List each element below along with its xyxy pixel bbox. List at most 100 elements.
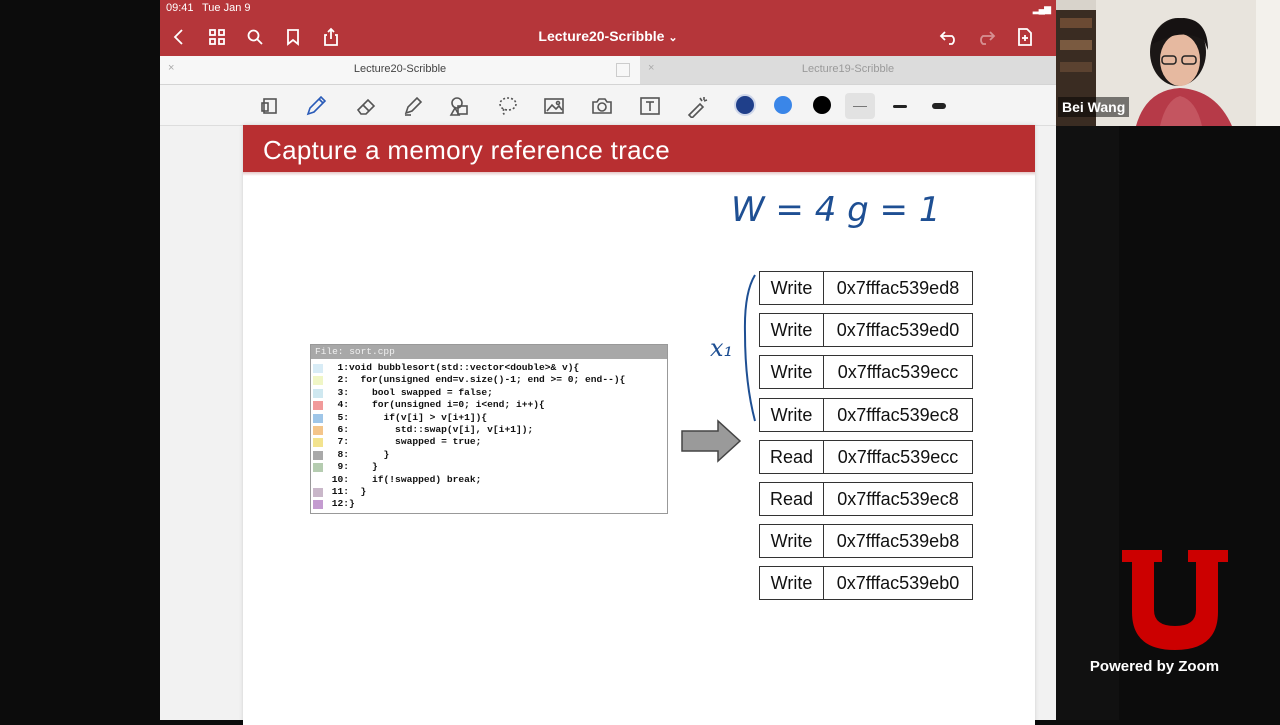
code-line-body: std::swap(v[i], v[i+1]);: [349, 424, 534, 435]
code-line-marker: [313, 364, 323, 373]
slide-header: Capture a memory reference trace: [243, 125, 1035, 172]
code-line-marker: [313, 463, 323, 473]
code-line-number: 11:: [331, 486, 349, 497]
status-time: 09:41: [166, 2, 194, 14]
code-line-marker: [313, 388, 323, 398]
slide-page[interactable]: Capture a memory reference trace W = 4 g…: [243, 125, 1035, 725]
code-line-body: if(!swapped) break;: [349, 473, 482, 485]
code-line-text: 8: }: [327, 449, 389, 460]
document-title: Lecture20-Scribble: [538, 28, 665, 44]
code-line-marker: [313, 488, 323, 497]
code-line-number: 7:: [337, 436, 349, 448]
page-select-tool[interactable]: [257, 93, 283, 119]
split-view-icon[interactable]: [616, 63, 630, 77]
signal-icon: ▂▄▆: [1032, 4, 1051, 14]
trace-address: 0x7fffac539eb0: [836, 573, 960, 594]
share-button[interactable]: [318, 24, 344, 50]
code-line: 3: bool swapped = false;: [311, 387, 667, 399]
shapes-tool[interactable]: [447, 93, 473, 119]
camera-tool[interactable]: [589, 93, 615, 119]
color-swatch-blue[interactable]: [774, 96, 792, 114]
pen-tool[interactable]: [303, 93, 329, 119]
code-line-number: 4:: [337, 399, 349, 411]
trace-address: 0x7fffac539ed0: [836, 320, 960, 341]
thumbnails-button[interactable]: [204, 24, 230, 50]
tab-bar: × Lecture20-Scribble × Lecture19-Scribbl…: [160, 56, 1056, 85]
code-line-body: void bubblesort(std::vector<double>& v){: [349, 362, 580, 373]
code-line-body: for(unsigned end=v.size()-1; end >= 0; e…: [349, 374, 626, 386]
code-line-marker: [313, 413, 323, 423]
code-line-text: 11: }: [327, 486, 367, 497]
redo-button[interactable]: [973, 24, 999, 50]
undo-icon: [939, 31, 955, 45]
line-width-thin[interactable]: [845, 93, 875, 119]
laser-pointer-tool[interactable]: [685, 93, 711, 119]
trace-operation: Read: [760, 440, 824, 473]
chevron-down-icon: ⌄: [668, 32, 678, 44]
code-file-label: File: sort.cpp: [315, 346, 395, 357]
handwritten-equation: W = 4 g = 1: [731, 190, 940, 230]
code-line-number: 10:: [331, 473, 349, 485]
code-line-body: }: [349, 461, 378, 473]
code-line-number: 8:: [337, 448, 349, 460]
highlighter-tool[interactable]: [400, 93, 426, 119]
code-line-marker: [313, 376, 323, 386]
color-swatch-black[interactable]: [813, 96, 831, 114]
trace-operation: Read: [760, 483, 824, 515]
color-swatch-navy[interactable]: [734, 94, 756, 116]
code-line: 8: }: [311, 449, 667, 461]
header-shadow: [243, 172, 1035, 176]
handwritten-label: x₁: [710, 334, 733, 362]
text-tool[interactable]: [637, 93, 663, 119]
code-line-number: 6:: [337, 424, 349, 435]
code-line-body: bool swapped = false;: [349, 386, 493, 398]
search-button[interactable]: [242, 24, 268, 50]
trace-address: 0x7fffac539ec8: [837, 404, 959, 425]
powered-by-zoom: Powered by Zoom: [1089, 658, 1220, 675]
tab-label: Lecture19-Scribble: [801, 63, 895, 75]
code-line-marker: [313, 450, 323, 460]
tab-close-icon[interactable]: ×: [168, 62, 175, 74]
handwritten-equation-text: W = 4 g = 1: [731, 190, 940, 230]
code-line-body: for(unsigned i=0; i<end; i++){: [349, 399, 545, 411]
right-arrow-icon: [681, 419, 742, 463]
university-logo-icon: [1122, 550, 1228, 650]
bookmark-button[interactable]: [280, 24, 306, 50]
tab-lecture20[interactable]: × Lecture20-Scribble: [160, 56, 641, 84]
status-bar: 09:41 Tue Jan 9 ▂▄▆: [160, 0, 1056, 18]
code-line-marker: [313, 475, 323, 485]
back-button[interactable]: [166, 24, 192, 50]
code-line: 2: for(unsigned end=v.size()-1; end >= 0…: [311, 374, 667, 386]
tab-lecture19[interactable]: × Lecture19-Scribble: [640, 56, 1056, 84]
code-line-marker: [313, 500, 323, 510]
zoom-side-panel: [1056, 126, 1119, 720]
add-page-button[interactable]: [1012, 24, 1038, 50]
code-line-body: swapped = true;: [349, 436, 482, 448]
camera-icon: [592, 98, 612, 114]
tool-bar: [160, 85, 1056, 126]
laser-pointer-icon: [687, 97, 708, 118]
trace-address: 0x7fffac539eb8: [836, 531, 960, 552]
code-line-number: 5:: [337, 411, 349, 423]
undo-button[interactable]: [936, 24, 962, 50]
line-width-medium[interactable]: [885, 93, 915, 119]
participant-name: Bei Wang: [1058, 97, 1130, 117]
document-title-menu[interactable]: Lecture20-Scribble ⌄: [160, 28, 1056, 44]
code-line-text: 7: swapped = true;: [327, 436, 481, 447]
image-tool[interactable]: [541, 93, 567, 119]
line-width-thick[interactable]: [924, 93, 954, 119]
code-line-number: 3:: [337, 386, 349, 398]
code-line-marker: [313, 438, 323, 448]
eraser-tool[interactable]: [353, 93, 379, 119]
pen-icon: [306, 95, 327, 116]
lasso-tool[interactable]: [495, 93, 521, 119]
trace-operation: Write: [760, 525, 824, 558]
trace-operation: Write: [760, 272, 824, 304]
tab-close-icon[interactable]: ×: [648, 62, 655, 74]
trace-address: 0x7fffac539ec8: [837, 489, 959, 509]
trace-row: Read 0x7fffac539ec8: [759, 482, 973, 516]
